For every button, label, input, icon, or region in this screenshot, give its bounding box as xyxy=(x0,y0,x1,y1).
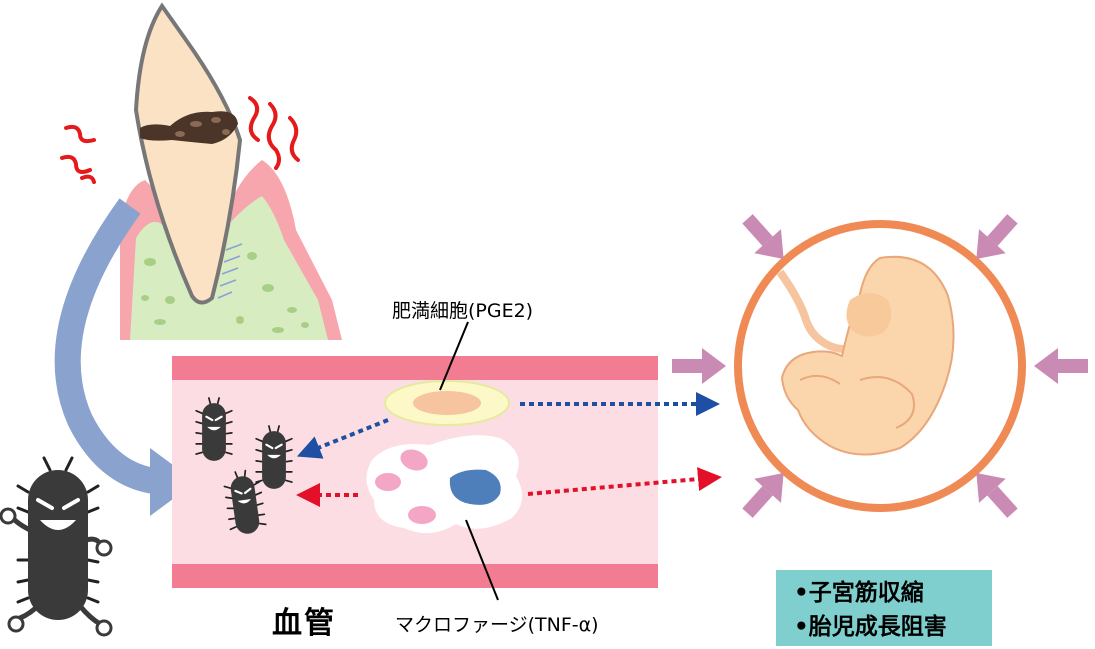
effect-uterine-contraction: •子宮筋収縮 xyxy=(794,580,924,606)
macrophage-label: マクロファージ(TNF-α) xyxy=(395,614,599,636)
tooth-icon xyxy=(120,2,342,340)
blood-vessel-label: 血管 xyxy=(272,606,336,641)
macrophage-pointer xyxy=(465,519,499,601)
pressure-arrows xyxy=(672,214,1088,518)
fetus-icon xyxy=(776,255,955,456)
bacteria-mascot-icon xyxy=(0,456,113,637)
mast-cell-label: 肥満細胞(PGE2) xyxy=(392,300,534,322)
inflammation-waves-icon xyxy=(60,96,300,184)
effect-fetal-growth-inhibition: •胎児成長阻害 xyxy=(794,614,947,640)
tnf-to-fetus-arrow xyxy=(527,467,722,496)
mast-cell-icon xyxy=(384,380,510,426)
macrophage-icon xyxy=(366,435,523,534)
mast-cell-pointer xyxy=(439,321,469,391)
effects-box: •子宮筋収縮 •胎児成長阻害 xyxy=(776,570,992,646)
